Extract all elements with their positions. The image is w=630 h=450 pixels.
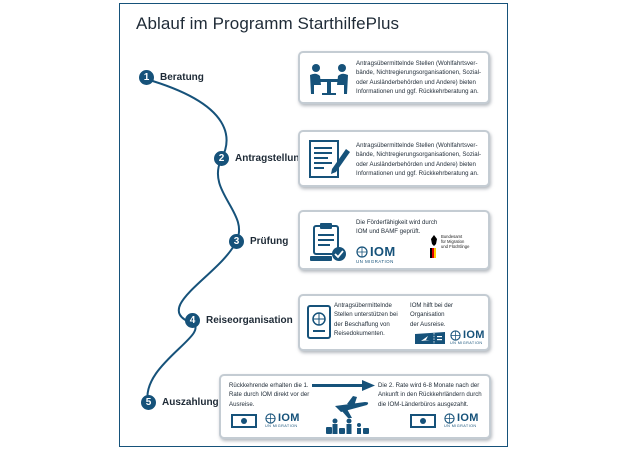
passport-icon [307,305,331,339]
step-number: 4 [185,313,200,328]
iom-logo: IOM UN MIGRATION [450,329,485,345]
money-icon [231,414,257,428]
card-text: Antragsübermittelnde Stellen (Wohlfahrts… [356,142,481,178]
step-auszahlung: 5 Auszahlung [141,395,219,410]
un-emblem-icon [265,412,276,424]
un-emblem-icon [444,412,455,424]
arrow-right-icon [312,380,375,391]
step-beratung: 1 Beratung [139,70,204,85]
step-label: Beratung [160,72,204,83]
step-number: 2 [214,151,229,166]
card-text: Antragsübermittelnde Stellen (Wohlfahrts… [356,60,481,96]
step-label: Antragstellung [235,153,306,164]
card-reiseorganisation: Antragsübermittelnde Stellen unterstütze… [298,294,490,351]
step-number: 3 [229,234,244,249]
step-label: Prüfung [250,236,289,247]
iom-logo: IOM UN MIGRATION [444,412,479,428]
iom-logo: IOM UN MIGRATION [265,412,300,428]
card-text-right: Die 2. Rate wird 6-8 Monate nach der Ank… [378,382,482,408]
card-text-right: IOM hilft bei der Organisation der Ausre… [410,302,454,328]
un-emblem-icon [450,329,461,341]
step-number: 5 [141,395,156,410]
ticket-icon [415,332,445,344]
bamf-name: Bundesamt für Migration und Flüchtlinge [441,234,470,249]
step-number: 1 [139,70,154,85]
step-reiseorganisation: 4 Reiseorganisation [185,313,293,328]
card-beratung: Antragsübermittelnde Stellen (Wohlfahrts… [298,51,490,104]
card-text: Die Förderfähigkeit wird durch IOM und B… [356,219,438,236]
clipboard-check-icon [310,223,346,261]
card-text-left: Antragsübermittelnde Stellen unterstütze… [334,302,398,338]
airplane-travelers-icon [326,396,369,434]
card-pruefung: Die Förderfähigkeit wird durch IOM und B… [298,210,490,270]
bamf-logo: Bundesamt für Migration und Flüchtlinge [430,234,469,258]
step-pruefung: 3 Prüfung [229,234,288,249]
page-title: Ablauf im Programm StarthilfePlus [136,14,400,33]
iom-logo: IOM UN MIGRATION [356,244,396,264]
un-emblem-icon [356,245,368,258]
card-text-left: Rückkehrende erhalten die 1. Rate durch … [229,382,310,408]
meeting-people-icon [310,64,348,95]
form-pen-icon [309,140,350,178]
step-label: Reiseorganisation [206,315,293,326]
german-eagle-icon [430,235,437,258]
card-auszahlung: Rückkehrende erhalten die 1. Rate durch … [219,374,491,439]
card-antragstellung: Antragsübermittelnde Stellen (Wohlfahrts… [298,130,490,187]
step-label: Auszahlung [162,397,219,408]
step-antragstellung: 2 Antragstellung [214,151,306,166]
money-icon [410,414,436,428]
